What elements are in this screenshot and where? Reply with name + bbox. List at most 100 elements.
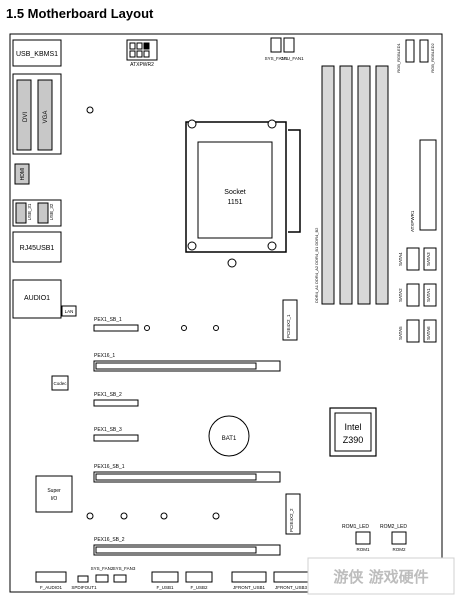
chipset-model: Z390: [343, 435, 364, 445]
mount-hole-c: [213, 325, 219, 331]
sata3-label: SATA3: [426, 252, 431, 266]
battery-label: BAT1: [222, 436, 237, 442]
sata4-label: SATA4: [398, 252, 403, 266]
f-usb1-label: F_USB1: [156, 585, 174, 590]
socket-label-2: 1151: [227, 199, 242, 206]
socket-screw-bl: [187, 241, 197, 251]
usb-port-2: [37, 202, 49, 224]
watermark-text: 游侠 游戏硬件: [333, 568, 428, 586]
rom1-chip: [355, 531, 371, 545]
cpu-fan1-label: CPU_FAN1: [280, 56, 304, 61]
sys-fan1-header: [270, 37, 282, 53]
m2-slot-2: [285, 493, 301, 535]
rom2-led-label: ROM2_LED: [380, 524, 407, 530]
mount-hole-a: [144, 325, 150, 331]
sata2-port: [406, 283, 420, 307]
usb-kbms-port: [12, 39, 62, 67]
codec-chip: [51, 375, 69, 391]
spdif-label: SPDIFOUT1: [71, 585, 97, 590]
rgb-led2-header: [419, 39, 429, 63]
m2-slot-1: [282, 299, 298, 341]
socket-lever: [288, 129, 301, 233]
pex1-sb-3-label: PEX1_SB_3: [94, 427, 122, 433]
pex16-sb-2-label: PEX16_SB_2: [94, 537, 125, 543]
rom2-label: ROM2: [392, 547, 405, 552]
audio-label: AUDIO1: [24, 295, 50, 302]
chipset-inner: [334, 412, 372, 452]
cpu-socket-inner: [197, 141, 273, 239]
lan-chip: [61, 305, 77, 317]
atxpwr2-label: ATXPWR2: [130, 62, 154, 68]
mount-hole-g: [212, 512, 220, 520]
sys-fan3-label: SYS_FAN3: [113, 566, 136, 571]
rj45-port: [12, 231, 62, 263]
usb-port-1: [15, 202, 27, 224]
cmos-battery: [208, 415, 250, 457]
codec-label: Codec: [53, 381, 67, 386]
vga-label: VGA: [43, 111, 49, 124]
sata5-port: [406, 319, 420, 343]
mount-hole-b: [181, 325, 187, 331]
super-io-label-1: Super: [47, 488, 61, 494]
f-usb2-header: [185, 571, 213, 583]
jfront-usb3-header: [273, 571, 309, 583]
page-title: 1.5 Motherboard Layout: [6, 6, 154, 21]
audio-port: [12, 279, 62, 319]
rom2-chip: [391, 531, 407, 545]
f-audio-header: [35, 571, 67, 583]
pex16-1-label: PEX16_1: [94, 353, 115, 359]
dimm-slot-2: [339, 65, 353, 305]
sys-fan2-label: SYS_FAN2: [91, 566, 114, 571]
dimm-slot-4: [375, 65, 389, 305]
socket-screw-br: [267, 241, 277, 251]
jfront-usb3-label: JFRONT_USB3: [275, 585, 308, 590]
pex1-sb-3-slot: [93, 434, 139, 442]
spdif-header: [77, 575, 89, 583]
sata4-port: [406, 247, 420, 271]
mount-hole-center: [227, 258, 237, 268]
dimm-slot-1: [321, 65, 335, 305]
f-audio-label: F_AUDIO1: [40, 585, 63, 590]
watermark-box: [307, 557, 455, 595]
rom1-led-label: ROM1_LED: [342, 524, 369, 530]
rgb-led1-label: RGB_RGBLED1: [396, 42, 401, 72]
f-usb2-label: F_USB2: [190, 585, 208, 590]
vga-port: [37, 79, 53, 151]
pex16-sb-1-label: PEX16_SB_1: [94, 464, 125, 470]
rom1-label: ROM1: [356, 547, 369, 552]
super-io-label-2: I/O: [51, 496, 58, 502]
sata5-label: SATA5: [398, 326, 403, 340]
rj45-label: RJ45USB1: [20, 245, 55, 252]
rgb-led2-label: RGB_RGBLED2: [430, 42, 435, 72]
sata1-label: SATA1: [426, 288, 431, 302]
sata6-port: [423, 319, 437, 343]
f-usb1-header: [151, 571, 179, 583]
sys-fan2-header: [95, 574, 109, 583]
ddr-label: DDR4_A1 DDR4_A2 DDR4_B1 DDR4_B2: [314, 227, 319, 303]
rgb-led1-header: [405, 39, 415, 63]
pex1-sb-2-slot: [93, 399, 139, 407]
usb-32-label: USB_32: [49, 203, 54, 220]
hdmi-port: [14, 163, 30, 185]
sata3-port: [423, 247, 437, 271]
mount-hole-top: [86, 106, 94, 114]
cpu-fan1-header: [283, 37, 295, 53]
jfront-usb1-header: [231, 571, 267, 583]
pex1-sb-1-slot: [93, 324, 139, 332]
socket-screw-tr: [267, 119, 277, 129]
m2-slot-2-label: PCIE4X2_2: [289, 508, 294, 532]
dvi-label: DVI: [23, 112, 29, 122]
lan-label: LAN: [65, 309, 74, 314]
atxpwr1-connector: [419, 139, 437, 231]
pex1-sb-1-label: PEX1_SB_1: [94, 317, 122, 323]
pex1-sb-2-label: PEX1_SB_2: [94, 392, 122, 398]
mount-hole-f: [160, 512, 168, 520]
sys-fan3-header: [113, 574, 127, 583]
socket-label-1: Socket: [224, 189, 245, 196]
dvi-port: [16, 79, 32, 151]
sata6-label: SATA6: [426, 326, 431, 340]
sata1-port: [423, 283, 437, 307]
usb-kbms-label: USB_KBMS1: [16, 51, 58, 58]
socket-screw-tl: [187, 119, 197, 129]
